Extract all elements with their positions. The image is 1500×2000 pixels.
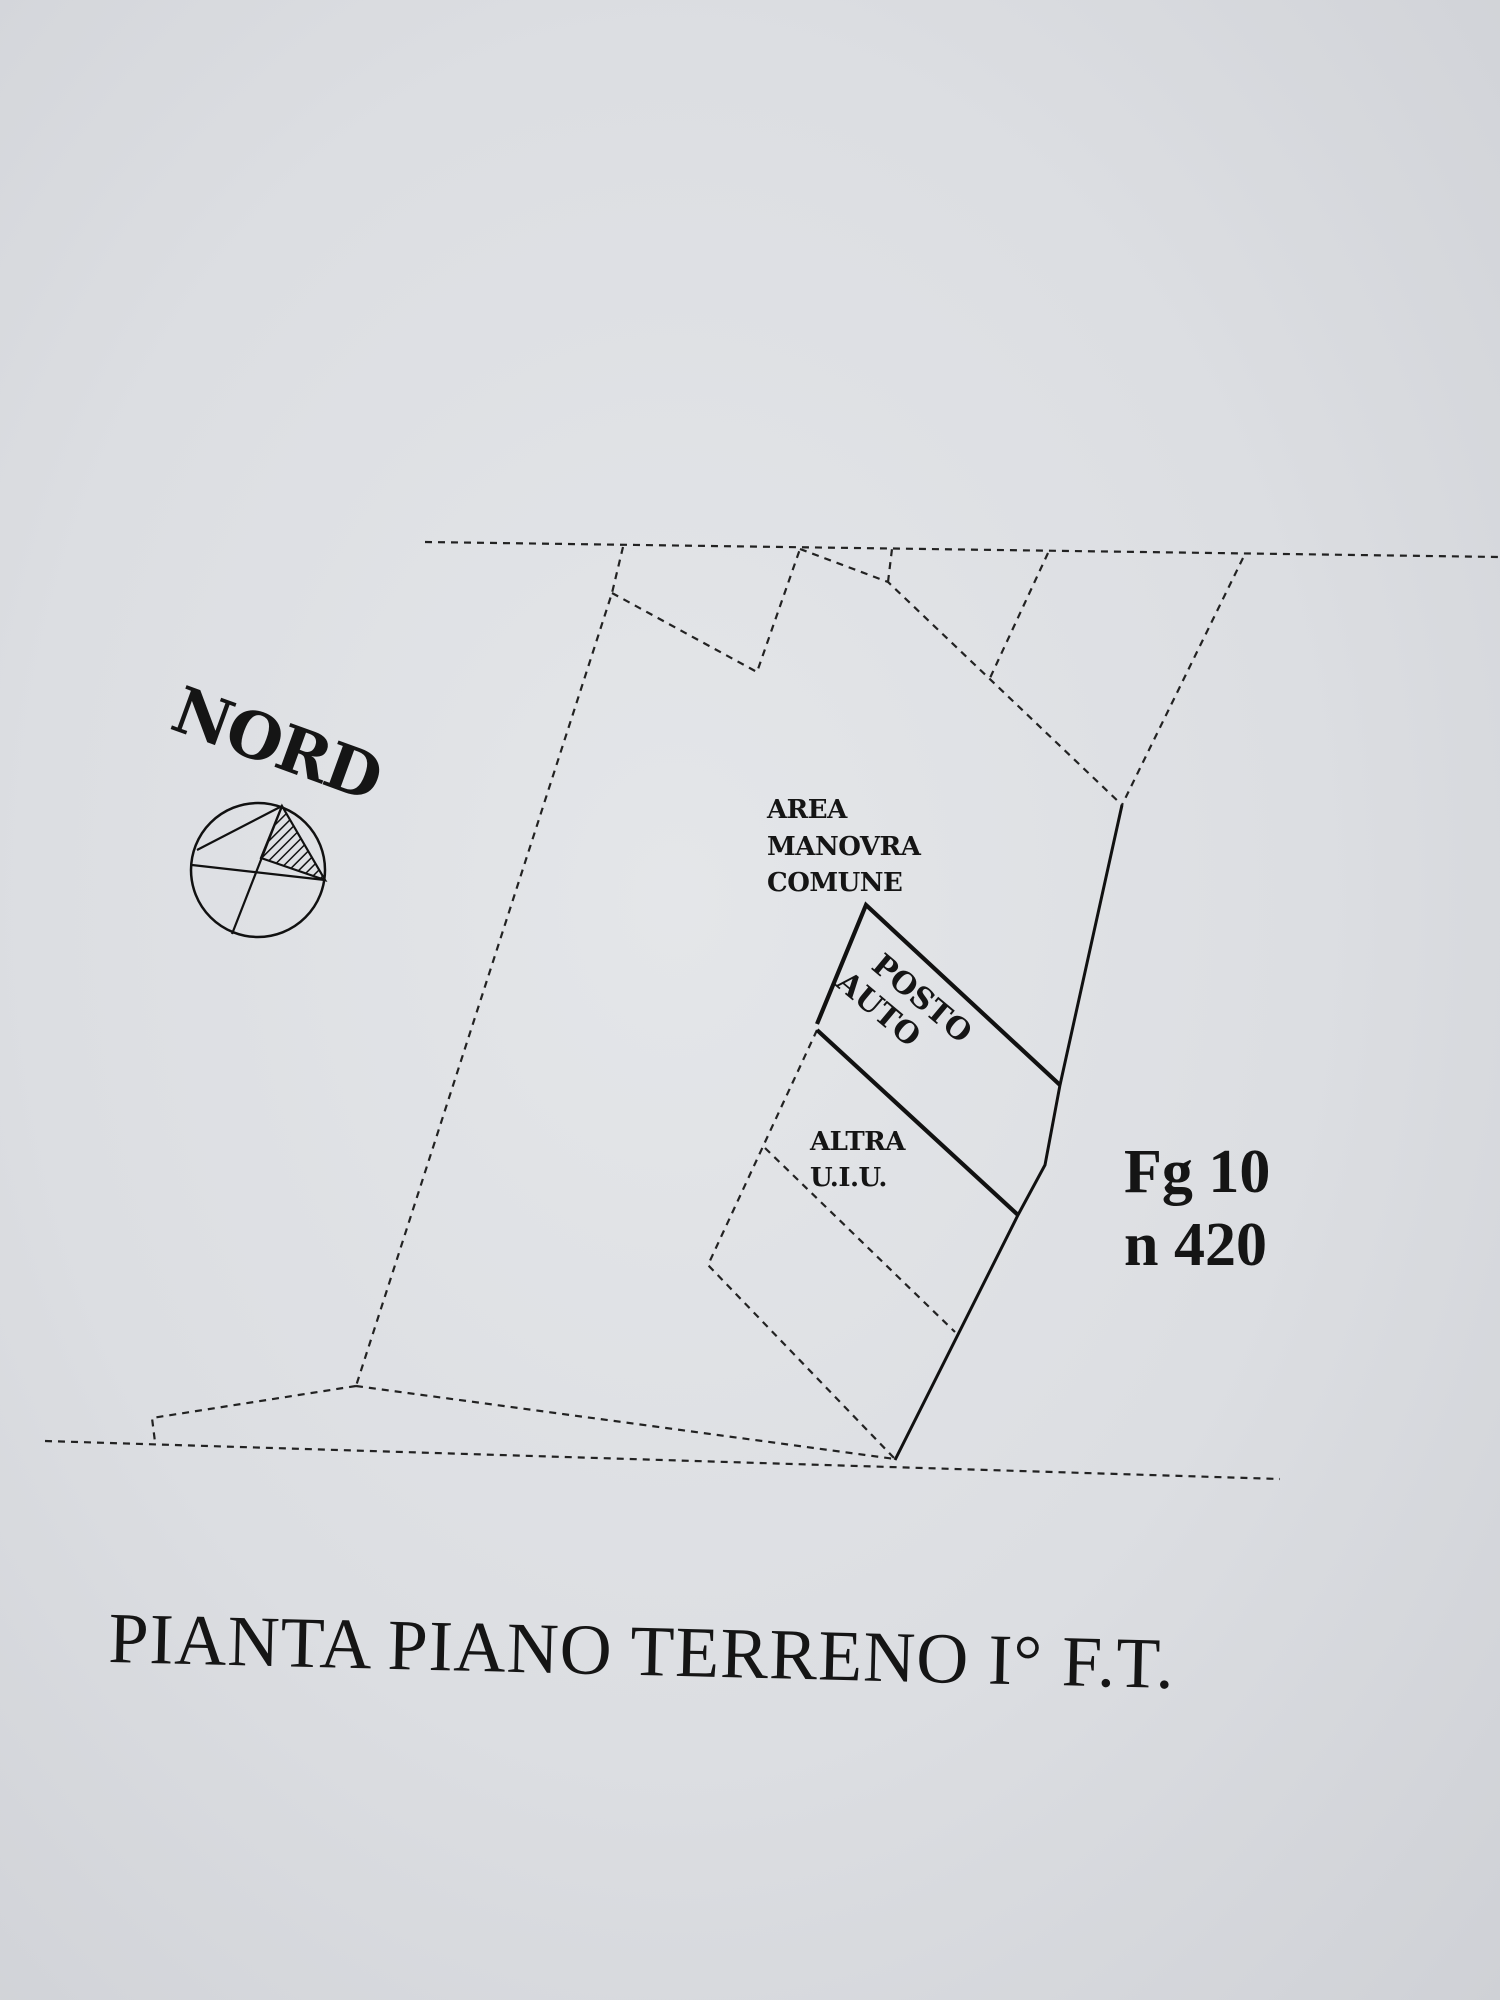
sheet-reference: Fg 10 n 420 [1124,1138,1270,1279]
neighbor-divider-3 [1121,557,1244,806]
lot-top-notch [611,548,802,674]
svg-text:U.I.U.: U.I.U. [810,1163,887,1193]
north-arrow-icon [189,801,328,939]
neighbor-divider-1 [886,548,894,583]
lot-bottom-edge [150,1384,357,1443]
svg-text:MANOVRA: MANOVRA [767,832,922,862]
parking-space-label: POSTO AUTO [829,947,979,1054]
neighbor-divider-2 [989,552,1049,679]
lot-bottom-diagonal [355,1384,896,1461]
parking-space-outline [815,901,1062,1087]
svg-text:COMUNE: COMUNE [767,868,902,898]
north-label: NORD [163,673,391,817]
svg-text:NORD: NORD [163,673,391,817]
top-boundary-line [424,540,1500,559]
lot-left-edge [354,546,625,1387]
bottom-boundary-line [44,1439,1281,1481]
other-unit-outline [706,1029,896,1460]
other-unit-inner-line [764,1147,956,1333]
svg-text:n 420: n 420 [1124,1211,1267,1279]
other-unit-label: ALTRA U.I.U. [809,1127,907,1193]
svg-text:ALTRA: ALTRA [809,1127,906,1157]
lot-top-diagonal [799,547,1123,806]
lot-right-edge [893,804,1124,1461]
svg-text:Fg 10: Fg 10 [1124,1138,1270,1206]
svg-text:AREA: AREA [766,795,848,825]
common-area-label: AREA MANOVRA COMUNE [766,795,922,898]
plan-title: PIANTA PIANO TERRENO I° F.T. [108,1598,1176,1704]
parking-space-divider [815,1028,1020,1217]
